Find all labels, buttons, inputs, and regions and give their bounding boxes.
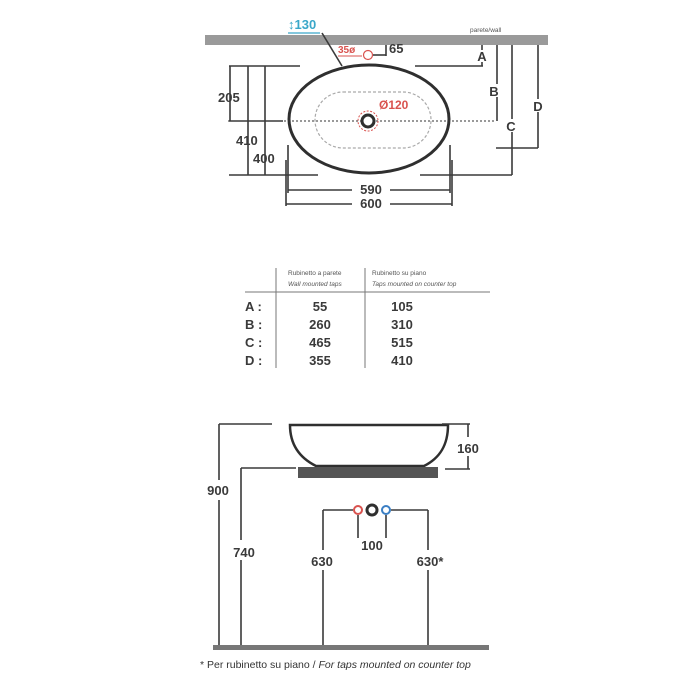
drain-icon	[360, 113, 376, 129]
dim-630-star: 630*	[417, 554, 445, 569]
dim-410: 410	[236, 133, 258, 148]
dim-400: 400	[253, 151, 275, 166]
row-label: D :	[245, 353, 262, 368]
col1-header-en: Wall mounted taps	[288, 281, 342, 288]
counter-value: 310	[391, 317, 413, 332]
wall-value: 465	[309, 335, 331, 350]
wall-value: 260	[309, 317, 331, 332]
table-row: A : 55 105	[245, 299, 413, 314]
row-label: B :	[245, 317, 262, 332]
tap-hole-diameter-label: 35ø	[338, 45, 356, 56]
col2-header-it: Rubinetto su piano	[372, 270, 427, 277]
dim-630: 630	[311, 554, 333, 569]
dim-740: 740	[233, 545, 255, 560]
label-b: B	[489, 84, 498, 99]
label-a: A	[477, 49, 487, 64]
dim-600: 600	[360, 196, 382, 211]
dim-205: 205	[218, 90, 240, 105]
dim-900: 900	[207, 483, 229, 498]
table-row: C : 465 515	[245, 335, 413, 350]
basin-side	[288, 423, 450, 468]
col1-header-it: Rubinetto a parete	[288, 270, 342, 277]
label-c: C	[506, 119, 516, 134]
drain-diameter-label: Ø120	[379, 98, 409, 112]
countertop	[298, 467, 438, 478]
row-label: A :	[245, 299, 262, 314]
counter-value: 105	[391, 299, 413, 314]
dim-590: 590	[360, 182, 382, 197]
basin-bowl	[314, 91, 432, 149]
wall-value: 355	[309, 353, 331, 368]
wall	[205, 35, 548, 45]
drain-outlet-icon	[365, 503, 379, 517]
footnote-en: For taps mounted on counter top	[319, 659, 472, 671]
dimension-table: Rubinetto a parete Wall mounted taps Rub…	[245, 268, 490, 368]
tap-offset-label: 65	[389, 41, 403, 56]
top-view: parete/wall ↕130 35ø 65 Ø120 205 410 400…	[205, 17, 548, 211]
tap-hole-icon	[362, 49, 374, 61]
dim-100: 100	[361, 538, 383, 553]
side-view: 160 900 740 100 630 630* * Per rubinetto…	[200, 423, 489, 671]
wall-label: parete/wall	[470, 27, 502, 34]
counter-value: 515	[391, 335, 413, 350]
col2-header-en: Taps mounted on counter top	[372, 281, 457, 288]
cold-water-inlet-icon	[381, 505, 391, 515]
tap-height-label: ↕130	[288, 17, 316, 32]
dim-160: 160	[457, 441, 479, 456]
footnote: * Per rubinetto su piano / For taps moun…	[200, 659, 471, 671]
footnote-it: * Per rubinetto su piano /	[200, 659, 319, 671]
table-row: D : 355 410	[245, 353, 413, 368]
table-row: B : 260 310	[245, 317, 413, 332]
wall-value: 55	[313, 299, 327, 314]
label-d: D	[533, 99, 542, 114]
floor	[213, 645, 489, 650]
row-label: C :	[245, 335, 262, 350]
hot-water-inlet-icon	[353, 505, 363, 515]
counter-value: 410	[391, 353, 413, 368]
